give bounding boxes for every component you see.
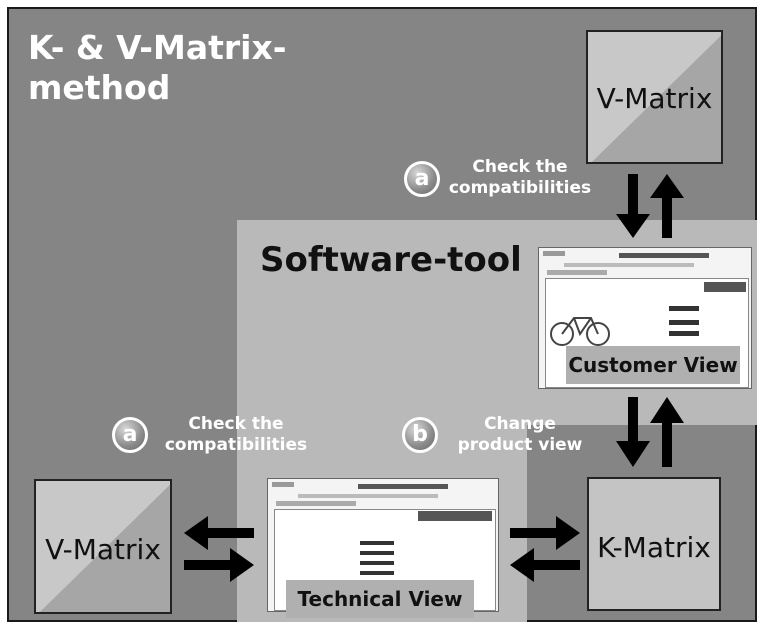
bicycle-icon: [550, 317, 610, 346]
ui-bar-3: [669, 331, 699, 336]
software-tool-title: Software-tool: [260, 240, 522, 280]
title-line-1: K- & V-Matrix-: [28, 28, 287, 67]
v-matrix-bottom: V-Matrix: [34, 479, 172, 614]
v-matrix-top-label: V-Matrix: [596, 82, 713, 115]
arrow-up-bottom: [650, 397, 684, 467]
arrow-right: [184, 548, 254, 582]
annotation-check-top: Check the compatibilities: [440, 157, 600, 199]
annotation-top-line1: Check the: [472, 157, 568, 177]
marker-b: b: [402, 417, 438, 453]
annotation-top-line2: compatibilities: [448, 178, 592, 198]
matrix-bottom-diagonal: [36, 481, 170, 612]
annotation-left-line2: compatibilities: [164, 435, 308, 455]
v-matrix-bottom-label: V-Matrix: [45, 533, 161, 566]
tech-side-header: [418, 511, 492, 521]
arrow-right-2: [510, 516, 580, 550]
title-line-2: method: [28, 68, 171, 107]
v-matrix-top: V-Matrix: [586, 30, 723, 164]
side-header: [704, 282, 746, 292]
annotation-middle-line1: Change: [484, 414, 556, 434]
horizontal-arrows-right: [510, 516, 580, 582]
ui-bar-1: [669, 306, 699, 311]
tech-bar-2: [360, 551, 394, 555]
matrix-top-diagonal: [588, 32, 721, 162]
tabs-placeholder: [547, 270, 607, 275]
arrow-left-2: [510, 548, 580, 582]
vertical-arrows-bottom: [616, 397, 684, 467]
arrow-up-top: [650, 174, 684, 238]
logo-placeholder: [543, 251, 565, 256]
annotation-left-line1: Check the: [188, 414, 284, 434]
horizontal-arrows-left: [184, 516, 254, 582]
annotation-change-view: Change product view: [440, 414, 600, 456]
ui-bar-2: [669, 320, 699, 325]
menu-placeholder: [564, 263, 694, 267]
arrow-down-bottom: [616, 397, 650, 467]
menu-placeholder-tech: [298, 494, 438, 498]
annotation-check-left: Check the compatibilities: [156, 414, 316, 456]
k-matrix-label: K-Matrix: [597, 531, 711, 564]
tech-bar-4: [360, 571, 394, 575]
header-placeholder: [619, 253, 709, 258]
arrow-down-top: [616, 174, 650, 238]
header-placeholder-tech: [358, 484, 448, 489]
k-matrix: K-Matrix: [587, 477, 721, 611]
marker-a-left: a: [112, 417, 148, 453]
customer-view-label: Customer View: [566, 346, 740, 384]
arrow-left: [184, 516, 254, 550]
tech-bar-3: [360, 561, 394, 565]
tech-bar-1: [360, 541, 394, 545]
marker-a-top: a: [404, 161, 440, 197]
page-title: K- & V-Matrix- method: [28, 28, 286, 108]
tabs-placeholder-tech: [276, 501, 356, 506]
annotation-middle-line2: product view: [457, 435, 583, 455]
logo-placeholder-tech: [272, 482, 294, 487]
vertical-arrows-top: [616, 174, 684, 238]
technical-view-label: Technical View: [286, 580, 474, 618]
